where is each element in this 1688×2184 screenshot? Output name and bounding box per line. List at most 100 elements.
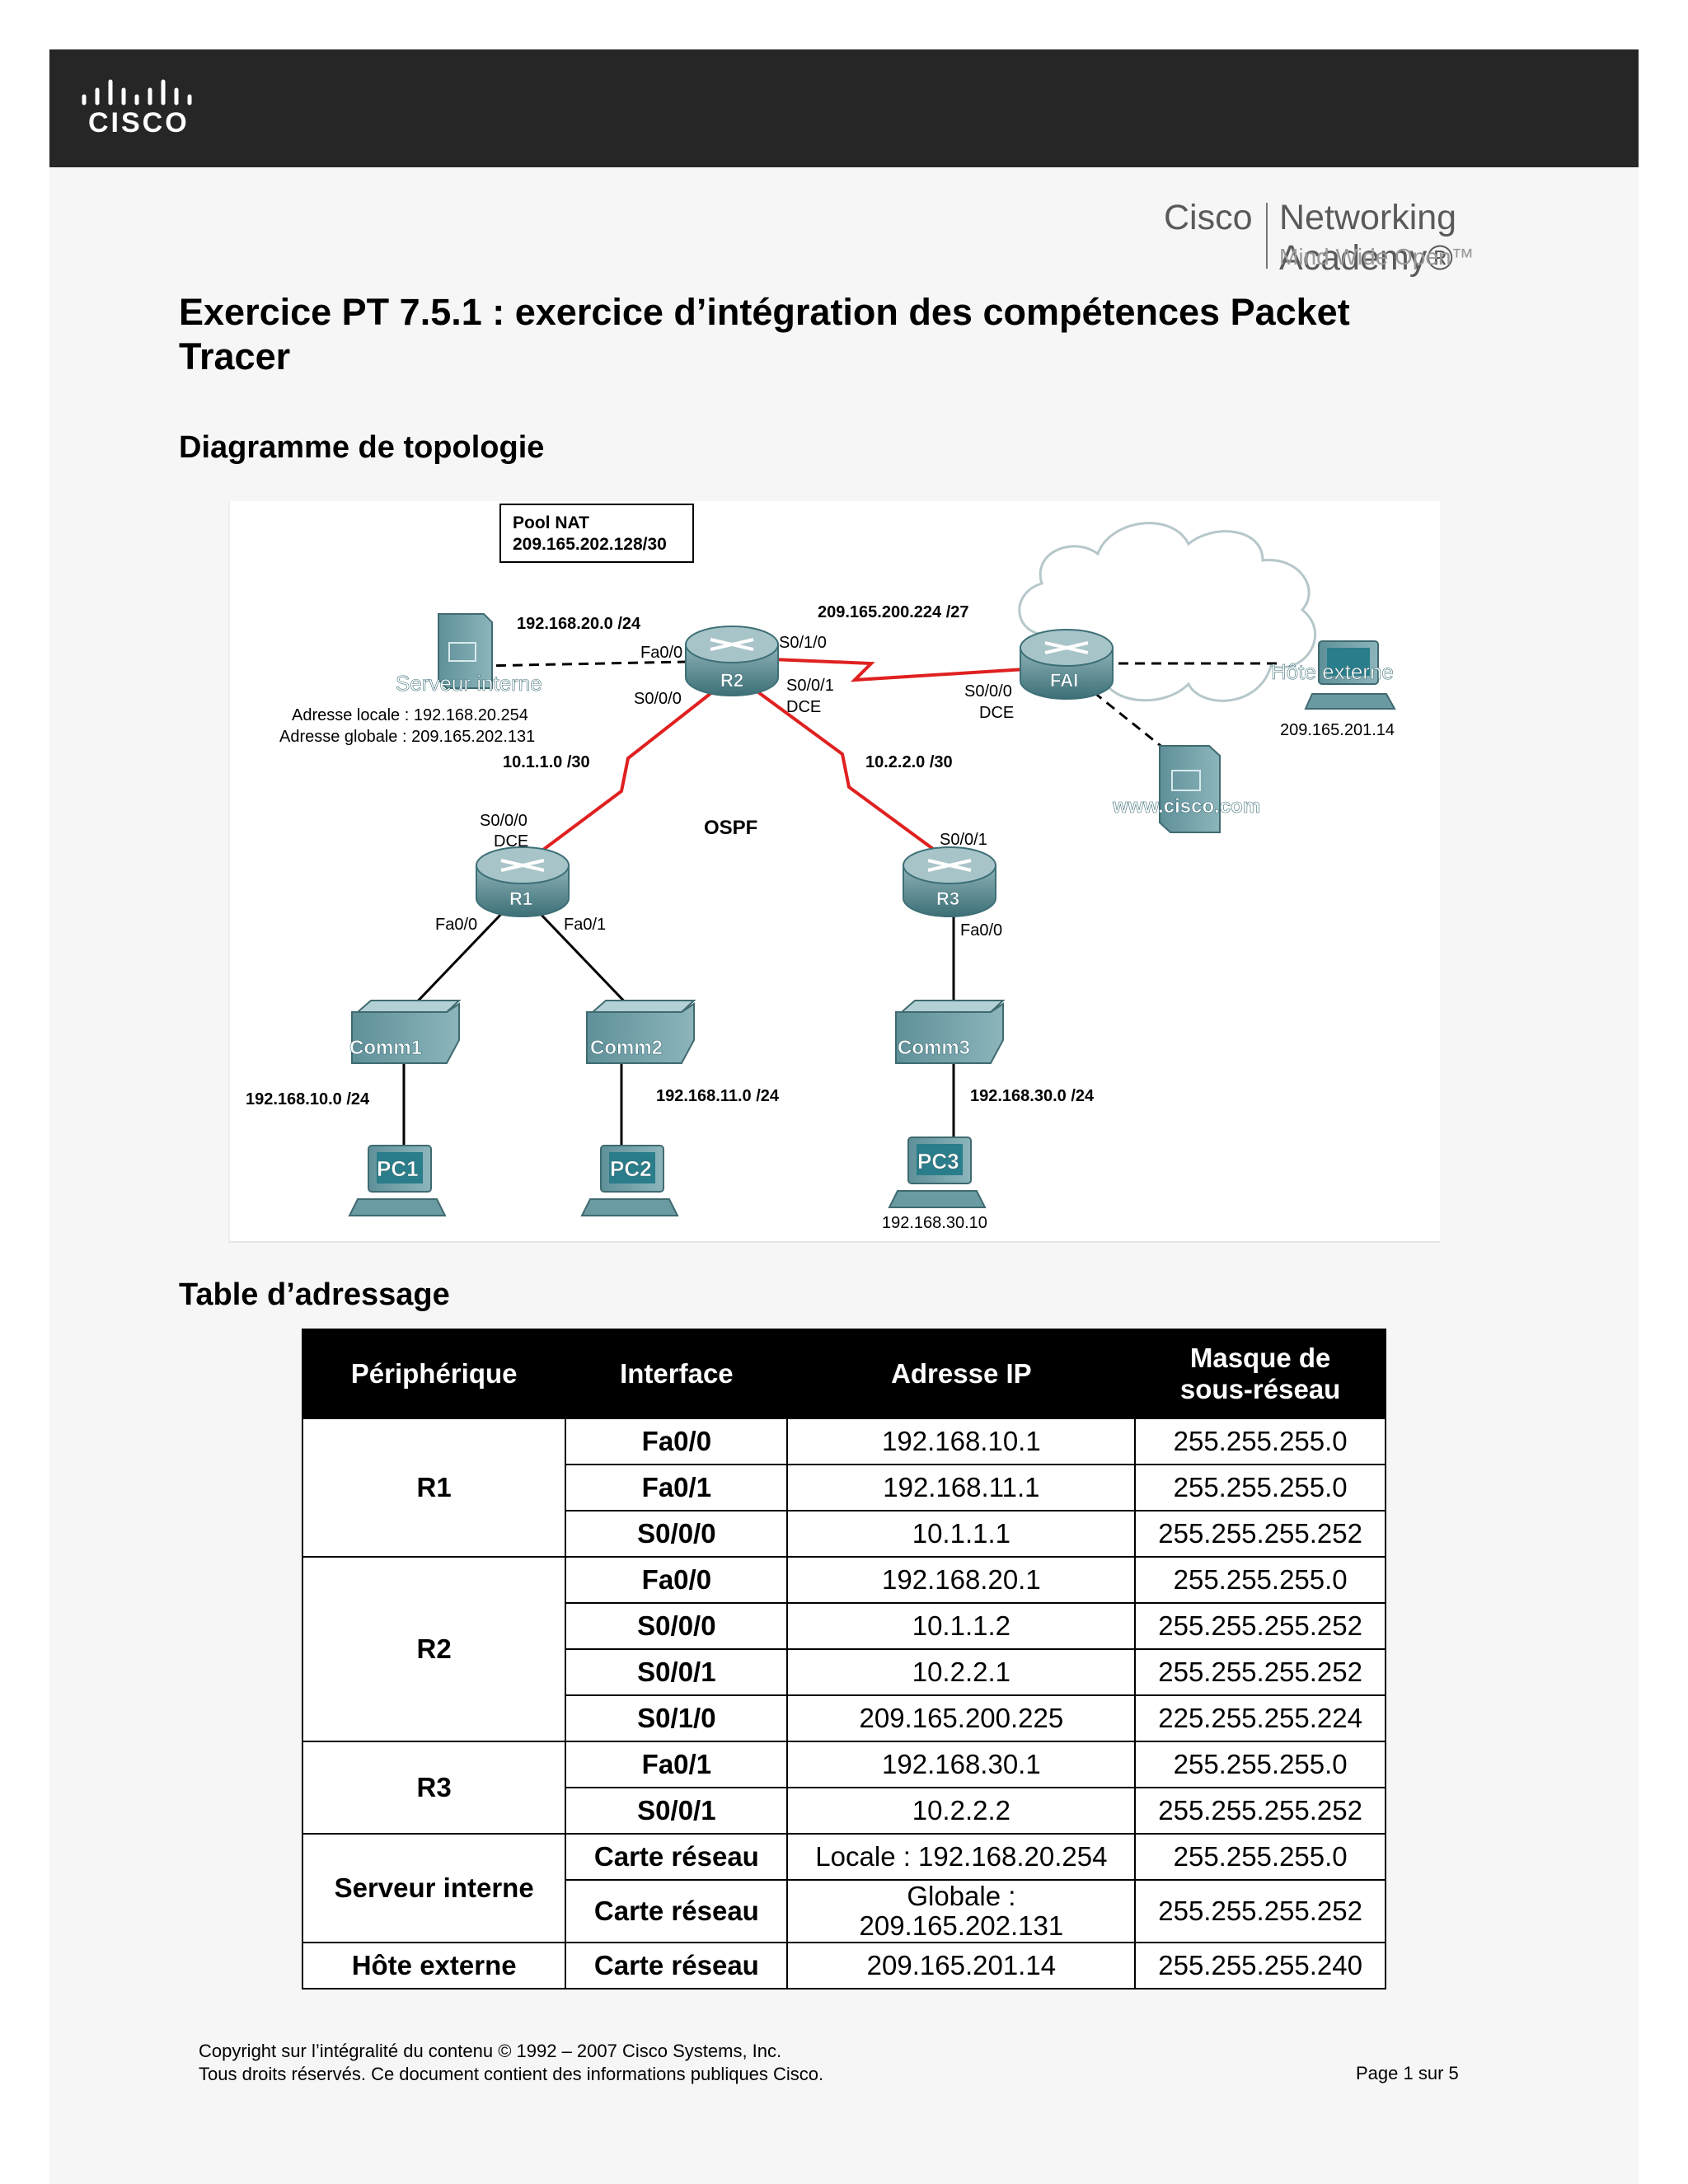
link-r1-comm2 — [536, 909, 634, 1011]
ip-cell: 192.168.11.1 — [786, 1464, 1137, 1511]
pc2-icon — [580, 1145, 679, 1216]
interface-cell: S0/0/0 — [565, 1602, 789, 1650]
fai-dce-label: DCE — [979, 704, 1014, 722]
r1-fa01-label: Fa0/1 — [564, 916, 606, 934]
addressing-table: Périphérique Interface Adresse IP Masque… — [301, 1329, 1386, 1990]
mask-cell: 255.255.255.252 — [1134, 1648, 1386, 1696]
r3-fa00-label: Fa0/0 — [960, 921, 1002, 940]
networking-academy-logo: Cisco Networking Academy® Mind Wide Open… — [1164, 198, 1634, 280]
topology-diagram: Pool NAT 209.165.202.128/30 — [228, 501, 1440, 1243]
header-bar — [49, 49, 1639, 167]
r1-dce-label: DCE — [494, 832, 528, 851]
net-pc2-label: 192.168.11.0 /24 — [656, 1087, 780, 1105]
ip-cell: 10.2.2.1 — [786, 1648, 1137, 1696]
pc1-icon — [348, 1145, 447, 1216]
switch-comm3-icon — [895, 1000, 1006, 1064]
table-row: S0/0/1 10.2.2.2 255.255.255.252 — [302, 1787, 1386, 1835]
link-server-r2 — [479, 660, 687, 668]
net-isp-label: 209.165.200.224 /27 — [818, 603, 969, 621]
page-number: Page 1 sur 5 — [1356, 2063, 1459, 2083]
interface-cell: S0/0/0 — [565, 1510, 789, 1558]
table-row: R1 Fa0/0 192.168.10.1 255.255.255.0 — [301, 1418, 1386, 1558]
table-row: R3 Fa0/1 192.168.30.1 255.255.255.0 — [301, 1741, 1386, 1835]
academy-separator — [1266, 203, 1268, 269]
r1-s000-label: S0/0/0 — [480, 812, 528, 830]
addressing-heading: Table d’adressage — [179, 1277, 450, 1312]
interface-cell: S0/1/0 — [565, 1694, 789, 1742]
link-r2-fai — [771, 658, 1026, 682]
net-r2r3-label: 10.2.2.0 /30 — [865, 753, 953, 771]
fai-label: FAI — [1050, 670, 1078, 691]
interface-cell: Carte réseau — [565, 1833, 789, 1881]
mask-cell: 255.255.255.0 — [1134, 1833, 1386, 1881]
router-r1-icon — [476, 846, 570, 917]
page-title: Exercice PT 7.5.1 : exercice d’intégrati… — [179, 291, 1350, 377]
router-fai-icon — [1020, 629, 1114, 700]
table-row: Carte réseau Globale : 209.165.202.131 2… — [302, 1879, 1386, 1943]
ip-cell: 10.1.1.2 — [786, 1602, 1137, 1650]
ip-cell: 192.168.30.1 — [786, 1741, 1137, 1788]
table-row: Serveur interne Carte réseau Locale : 19… — [301, 1833, 1386, 1943]
mask-cell: 255.255.255.0 — [1134, 1556, 1386, 1604]
interface-cell: Fa0/0 — [565, 1418, 789, 1465]
cisco-logo-text: CISCO — [88, 107, 190, 138]
link-r1-comm1 — [408, 909, 506, 1011]
link-r2-r1 — [532, 691, 714, 859]
interface-cell: Carte réseau — [565, 1879, 789, 1943]
interface-cell: Carte réseau — [565, 1942, 789, 1990]
nat-pool-title: Pool NAT — [513, 513, 589, 532]
device-cell: R2 — [301, 1556, 567, 1742]
table-row: Hôte externe Carte réseau 209.165.201.14… — [301, 1942, 1386, 1990]
mask-cell: 255.255.255.252 — [1134, 1787, 1386, 1835]
r2-s000-label: S0/0/0 — [634, 690, 682, 708]
nat-pool-box — [499, 504, 694, 563]
interface-cell: Fa0/1 — [565, 1464, 789, 1511]
pc3-ip-label: 192.168.30.10 — [882, 1214, 987, 1232]
table-row: S0/0/0 10.1.1.1 255.255.255.252 — [302, 1510, 1386, 1558]
comm2-label: Comm2 — [590, 1037, 663, 1059]
topology-svg: Pool NAT 209.165.202.128/30 — [246, 504, 1396, 1232]
net-r1r2-label: 10.1.1.0 /30 — [503, 753, 590, 771]
mask-cell: 255.255.255.252 — [1134, 1602, 1386, 1650]
net-pc3-label: 192.168.30.0 /24 — [970, 1087, 1095, 1105]
switch-comm1-icon — [351, 1000, 462, 1064]
net-pc1-label: 192.168.10.0 /24 — [246, 1090, 370, 1108]
interface-cell: Fa0/1 — [565, 1741, 789, 1788]
ip-cell: Locale : 192.168.20.254 — [786, 1833, 1137, 1881]
mask-cell: 255.255.255.252 — [1134, 1510, 1386, 1558]
mask-cell: 255.255.255.0 — [1134, 1418, 1386, 1465]
mask-cell: 255.255.255.252 — [1134, 1879, 1386, 1943]
server-global-address: Adresse globale : 209.165.202.131 — [279, 728, 535, 746]
r3-s001-label: S0/0/1 — [940, 831, 987, 849]
device-cell: R1 — [301, 1418, 567, 1558]
col-mask-header: Masque de sous-réseau — [1134, 1329, 1386, 1419]
r1-label: R1 — [509, 888, 532, 909]
table-header-row: Périphérique Interface Adresse IP Masque… — [301, 1329, 1386, 1419]
academy-name: Networking Academy® — [1279, 198, 1457, 278]
web-server-icon — [1159, 745, 1221, 833]
copyright-line: Copyright sur l’intégralité du contenu ©… — [199, 2041, 782, 2061]
r3-label: R3 — [936, 888, 959, 909]
r2-s001-label: S0/0/1 — [786, 677, 834, 695]
interface-cell: S0/0/1 — [565, 1787, 789, 1835]
device-cell: Hôte externe — [301, 1942, 567, 1990]
col-ip-header: Adresse IP — [786, 1329, 1137, 1419]
fai-s000-label: S0/0/0 — [964, 682, 1012, 701]
ip-cell: 192.168.10.1 — [786, 1418, 1137, 1465]
router-r3-icon — [903, 846, 996, 917]
col-device-header: Périphérique — [301, 1329, 567, 1419]
ip-cell: 209.165.200.225 — [786, 1694, 1137, 1742]
device-cell: R3 — [301, 1741, 567, 1835]
ip-cell: 209.165.201.14 — [786, 1942, 1137, 1990]
table-row: S0/1/0 209.165.200.225 225.255.255.224 — [302, 1694, 1386, 1742]
ip-cell: 10.2.2.2 — [786, 1787, 1137, 1835]
link-r2-r3 — [757, 691, 935, 851]
r2-s010-label: S0/1/0 — [779, 634, 827, 652]
table-row: R2 Fa0/0 192.168.20.1 255.255.255.0 — [301, 1556, 1386, 1742]
mask-cell: 255.255.255.240 — [1134, 1942, 1386, 1990]
pc3-icon — [888, 1137, 987, 1208]
router-r2-icon — [685, 626, 779, 696]
table-row: S0/0/1 10.2.2.1 255.255.255.252 — [302, 1648, 1386, 1696]
comm1-label: Comm1 — [349, 1037, 422, 1059]
www-label: www.cisco.com — [1112, 795, 1260, 818]
